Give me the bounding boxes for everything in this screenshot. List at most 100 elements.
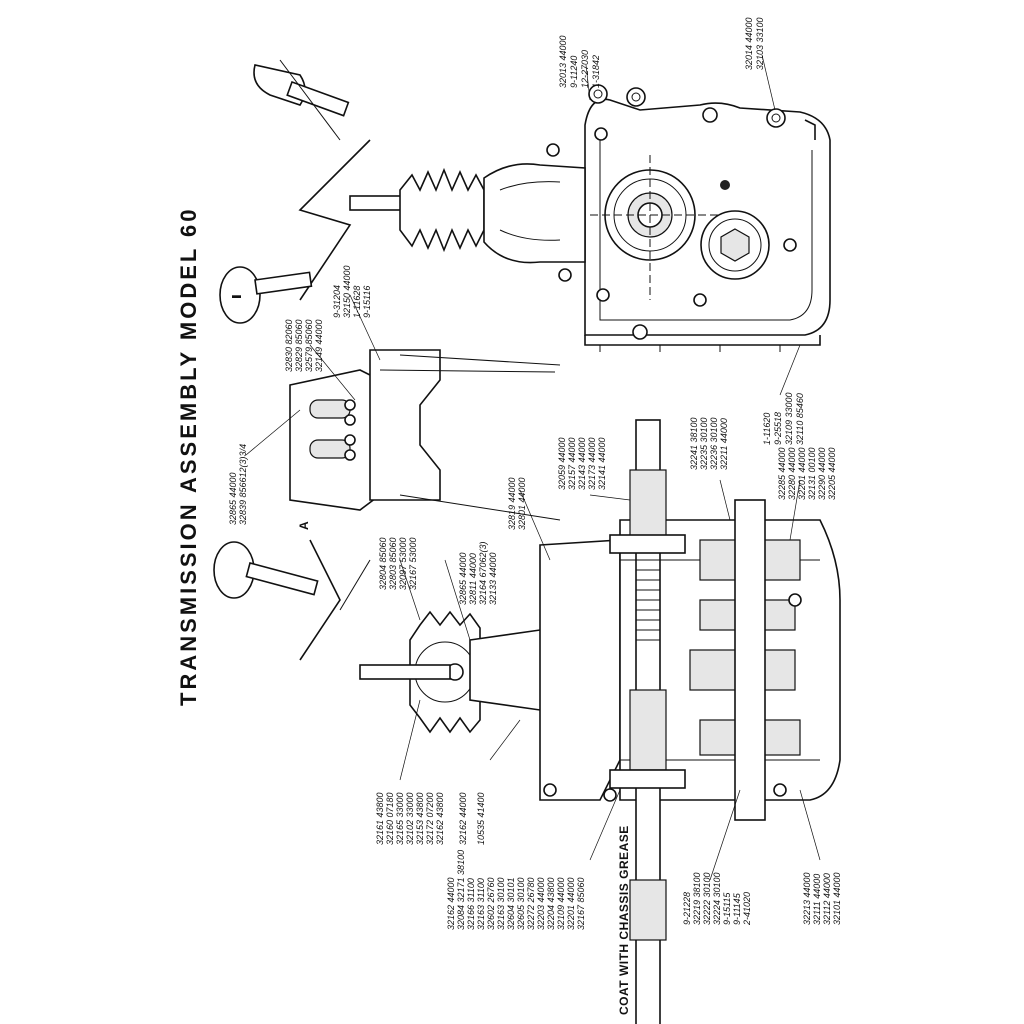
parts-shaft-right: 32241 38100 32235 30100 32236 30100 3221… bbox=[689, 417, 729, 470]
input-shaft-boot bbox=[349, 143, 586, 282]
shift-knob-a: ▬ bbox=[219, 266, 313, 324]
part-number: 32211 44000 bbox=[719, 418, 729, 470]
part-number: 9-11145 bbox=[732, 892, 742, 925]
part-number: 32084 32171 38100 bbox=[456, 850, 466, 930]
part-number: 32150 44000 bbox=[342, 265, 352, 318]
part-number: 32160 07180 bbox=[385, 792, 395, 845]
part-number: 9-21228 bbox=[682, 892, 692, 925]
parts-center-top-right: 9-31204 32150 44000 1-11628 9-15116 bbox=[332, 265, 372, 318]
housing-side-view bbox=[584, 84, 831, 352]
part-number: 32014 44000 bbox=[744, 17, 754, 70]
part-number: 32013 44000 bbox=[558, 35, 568, 88]
part-number: 32803 85060 bbox=[388, 537, 398, 590]
main-housing-section bbox=[539, 419, 841, 1024]
part-number: 32165 33000 bbox=[395, 792, 405, 845]
svg-text:▬: ▬ bbox=[232, 290, 241, 300]
parts-left-single: 32162 44000 10535 41400 bbox=[458, 792, 486, 845]
part-number: 32112 44000 bbox=[822, 873, 832, 925]
part-number: 9-11240 bbox=[569, 56, 579, 88]
part-number: 32133 44000 bbox=[488, 552, 498, 605]
part-number: 32290 44000 bbox=[817, 447, 827, 500]
grease-note: COAT WITH CHASSIS GREASE bbox=[617, 825, 631, 1015]
part-number: 32201 44000 bbox=[797, 447, 807, 500]
parts-top-right-upper: 32013 44000 9-11240 12-27030 1-31842 bbox=[558, 35, 601, 88]
part-number: 32579 85060 bbox=[304, 319, 314, 372]
part-number: 32167 85060 bbox=[576, 877, 586, 930]
part-number: 32819 44000 bbox=[507, 477, 517, 530]
part-number: 32213 44000 bbox=[802, 872, 812, 925]
part-number: 9-25518 bbox=[773, 412, 783, 445]
part-number: 32164 67062(3) bbox=[478, 541, 488, 605]
part-number: 32222 30100 bbox=[702, 872, 712, 925]
part-number: 32172 07200 bbox=[425, 792, 435, 845]
shift-knob-b bbox=[213, 539, 371, 661]
part-number: 32605 30100 bbox=[516, 877, 526, 930]
parts-left-column: 32161 43800 32160 07180 32165 33000 3210… bbox=[375, 792, 445, 845]
part-number: 32865 44000 bbox=[228, 472, 238, 525]
part-number: 32163 30100 bbox=[496, 877, 506, 930]
part-number: 32602 26760 bbox=[486, 877, 496, 930]
part-number: 1-31842 bbox=[591, 55, 601, 88]
part-number: 32059 44000 bbox=[557, 437, 567, 490]
page-title: TRANSMISSION ASSEMBLY MODEL 60 bbox=[176, 206, 201, 706]
parts-bearing-right: 32285 44000 32280 44000 32201 44000 3213… bbox=[777, 447, 837, 500]
shift-fork-assembly bbox=[289, 349, 561, 521]
part-number: 32236 30100 bbox=[709, 417, 719, 470]
parts-lever-left: 32865 44000 32839 856612(3)3/4 bbox=[228, 444, 248, 525]
part-number: 32141 44000 bbox=[597, 437, 607, 490]
part-number: 32203 44000 bbox=[536, 877, 546, 930]
parts-fork-lower: 32804 85060 32803 85060 32097 53000 3216… bbox=[378, 537, 418, 590]
part-number: 10535 41400 bbox=[476, 792, 486, 845]
part-number: 32204 43800 bbox=[546, 877, 556, 930]
part-number: 32272 26780 bbox=[526, 877, 536, 930]
part-number: 32219 38100 bbox=[692, 872, 702, 925]
part-number: 32162 43800 bbox=[435, 792, 445, 845]
part-number: 32143 44000 bbox=[577, 437, 587, 490]
part-number: 32235 30100 bbox=[699, 417, 709, 470]
part-number: 32167 53000 bbox=[408, 537, 418, 590]
part-number: 32161 43800 bbox=[375, 792, 385, 845]
part-number: 32131 00100 bbox=[807, 447, 817, 500]
part-number: 32173 44000 bbox=[587, 437, 597, 490]
part-number: 32102 33000 bbox=[405, 792, 415, 845]
part-number: 32839 856612(3)3/4 bbox=[238, 444, 248, 525]
part-number: 32829 85060 bbox=[294, 319, 304, 372]
part-number: 32163 31100 bbox=[476, 878, 486, 930]
part-number: 9-31204 bbox=[332, 285, 342, 318]
parts-bottom-mid: 9-21228 32219 38100 32222 30100 32224 30… bbox=[682, 872, 752, 926]
part-number: 32166 31100 bbox=[466, 878, 476, 930]
part-number: 32241 38100 bbox=[689, 417, 699, 470]
part-number: 9-15115 bbox=[722, 892, 732, 925]
leader-lines bbox=[245, 54, 821, 881]
part-number: 2-41020 bbox=[742, 892, 752, 926]
part-number: 12-27030 bbox=[580, 50, 590, 88]
part-number: 32865 44000 bbox=[458, 552, 468, 605]
parts-bottom-right: 32213 44000 32111 44000 32112 44000 3210… bbox=[802, 872, 842, 925]
parts-sprocket-group: 32865 44000 32811 44000 32164 67062(3) 3… bbox=[458, 541, 498, 605]
part-number: 32205 44000 bbox=[827, 447, 837, 500]
part-number: 32149 44000 bbox=[314, 319, 324, 372]
parts-bottom-left: 32162 44000 32084 32171 38100 32166 3110… bbox=[446, 850, 586, 930]
part-number: 1-11620 bbox=[762, 413, 772, 445]
part-number: 1-11628 bbox=[352, 286, 362, 318]
part-number: 32097 53000 bbox=[398, 537, 408, 590]
parts-center-top-left: 32830 82060 32829 85060 32579 85060 3214… bbox=[284, 319, 324, 372]
part-number: 32110 85460 bbox=[795, 393, 805, 445]
part-number: 32801 44000 bbox=[517, 477, 527, 530]
parts-top-right-lower: 32014 44000 32103 33100 bbox=[744, 17, 765, 70]
part-number: 32280 44000 bbox=[787, 447, 797, 500]
part-number: 32285 44000 bbox=[777, 447, 787, 500]
part-number: 32162 44000 bbox=[446, 877, 456, 930]
part-number: 32109 33000 bbox=[784, 392, 794, 445]
part-number: 32201 44000 bbox=[566, 877, 576, 930]
part-number: 32811 44000 bbox=[468, 553, 478, 605]
part-number: 32162 44000 bbox=[458, 792, 468, 845]
parts-shaft-top: 32059 44000 32157 44000 32143 44000 3217… bbox=[557, 437, 607, 490]
part-number: 32157 44000 bbox=[567, 437, 577, 490]
part-number: 32103 33100 bbox=[755, 17, 765, 70]
part-number: 32604 30101 bbox=[506, 877, 516, 930]
part-number: 32830 82060 bbox=[284, 319, 294, 372]
part-number: 32111 44000 bbox=[812, 874, 822, 925]
parts-right-bottom: 1-11620 9-25518 32109 33000 32110 85460 bbox=[762, 392, 805, 445]
